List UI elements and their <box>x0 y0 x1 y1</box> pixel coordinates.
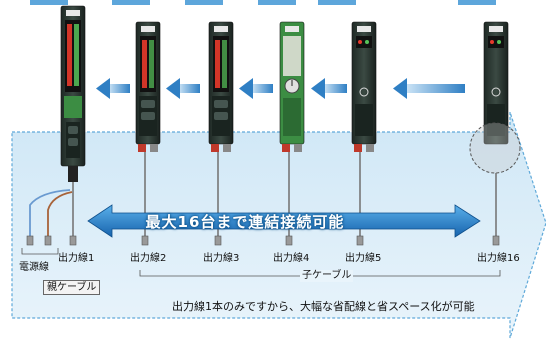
output-line-label-16: 出力線16 <box>477 253 520 264</box>
power-line-label: 電源線 <box>19 262 49 273</box>
connection-banner-arrow <box>87 204 481 238</box>
header-tab <box>30 0 68 5</box>
output-line-label-4: 出力線4 <box>273 253 310 264</box>
fiber-amplifier-3 <box>208 21 234 152</box>
output-line-label-2: 出力線2 <box>130 253 167 264</box>
flow-arrow-icon <box>96 78 130 99</box>
flow-arrow-icon <box>166 78 200 99</box>
header-tab <box>112 0 150 5</box>
output-plug-icons <box>69 235 500 246</box>
parent-cable-label: 親ケーブル <box>43 280 101 295</box>
child-cable-label: 子ケーブル <box>300 270 354 282</box>
header-tab <box>318 0 356 5</box>
fiber-amplifier-4 <box>279 21 305 152</box>
output-line-label-3: 出力線3 <box>203 253 240 264</box>
fiber-amplifier-2 <box>135 21 161 152</box>
header-tab <box>185 0 223 5</box>
header-tab <box>458 0 496 5</box>
flow-arrow-icon <box>311 78 347 99</box>
footer-caption: 出力線1本のみですから、大幅な省配線と省スペース化が可能 <box>172 300 475 313</box>
power-cables <box>29 189 73 236</box>
fiber-amplifier-1 <box>60 5 86 182</box>
fiber-amplifier-5 <box>351 21 377 152</box>
power-plug-icons <box>26 235 52 246</box>
connector-highlight-circle <box>469 122 521 174</box>
output-line-label-5: 出力線5 <box>345 253 382 264</box>
flow-arrow-icon <box>393 78 465 99</box>
output-line-label-1: 出力線1 <box>58 253 95 264</box>
fiber-amplifier-16 <box>483 21 509 145</box>
flow-arrow-icon <box>239 78 273 99</box>
power-bracket <box>21 248 59 255</box>
header-tab <box>258 0 296 5</box>
